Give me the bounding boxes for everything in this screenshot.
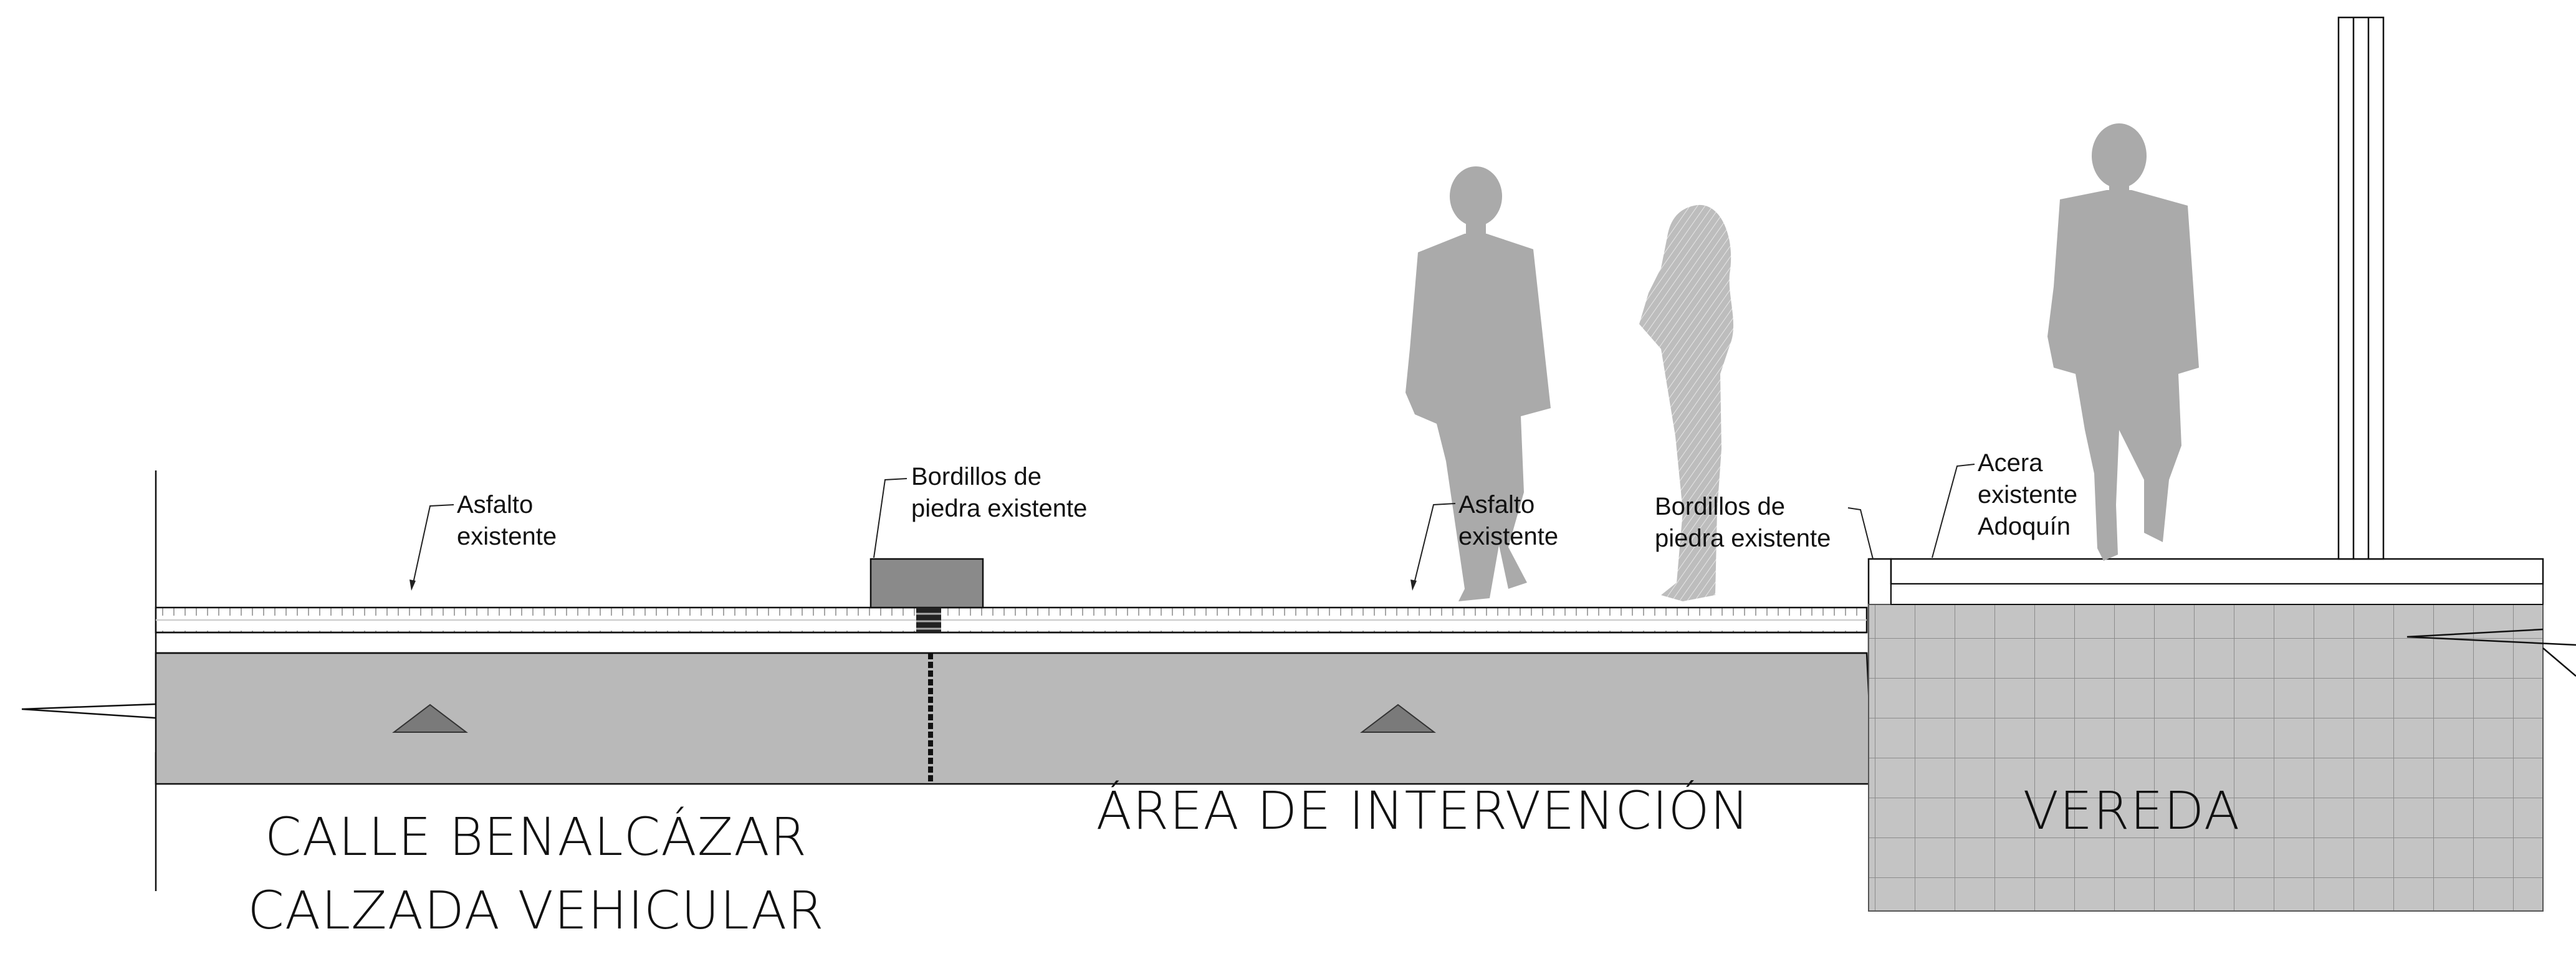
callout-sidewalk-line1: Acera — [1978, 449, 2043, 477]
callout-sidewalk-line3: Adoquín — [1978, 513, 2071, 540]
area-label-sidewalk: VEREDA — [2023, 780, 2241, 841]
callout-asphalt-mid-line2: existente — [1458, 523, 1558, 550]
level-marker-right — [1360, 704, 1436, 733]
concrete-base-slab — [155, 631, 1874, 785]
asphalt-layer — [155, 606, 1868, 634]
callout-curb-right-line1: Bordillos de — [1655, 493, 1785, 520]
right-break-line — [2406, 628, 2576, 677]
callout-asphalt-mid-line1: Asfalto — [1458, 491, 1535, 518]
sidewalk-paver-block — [1868, 558, 2544, 912]
callout-sidewalk-line2: existente — [1978, 481, 2077, 508]
callout-sidewalk: Acera existente Adoquín — [1978, 449, 2077, 540]
street-pole — [2337, 16, 2385, 560]
callout-asphalt-left: Asfalto existente — [457, 491, 557, 550]
person-silhouette-man-2 — [2047, 123, 2199, 561]
callout-curb-left-line1: Bordillos de — [911, 463, 1041, 490]
stone-curb-left — [869, 558, 984, 632]
callout-asphalt-mid: Asfalto existente — [1458, 491, 1558, 550]
callout-curb-left: Bordillos de piedra existente — [911, 463, 1087, 522]
callout-asphalt-left-line2: existente — [457, 523, 557, 550]
callout-asphalt-left-line1: Asfalto — [457, 491, 533, 518]
callout-curb-right: Bordillos de piedra existente — [1655, 493, 1831, 552]
area-label-vehicle-lane: CALZADA VEHICULAR — [247, 880, 824, 941]
callout-leaders — [409, 464, 1975, 591]
level-marker-left — [392, 704, 468, 733]
callout-curb-right-line2: piedra existente — [1655, 525, 1831, 552]
person-silhouette-man-1 — [1405, 166, 1551, 601]
area-label-street-name: CALLE BENALCÁZAR — [265, 806, 807, 867]
callout-curb-left-line2: piedra existente — [911, 495, 1087, 522]
area-label-intervention: ÁREA DE INTERVENCIÓN — [1096, 780, 1750, 841]
person-silhouette-woman — [1639, 204, 1734, 601]
